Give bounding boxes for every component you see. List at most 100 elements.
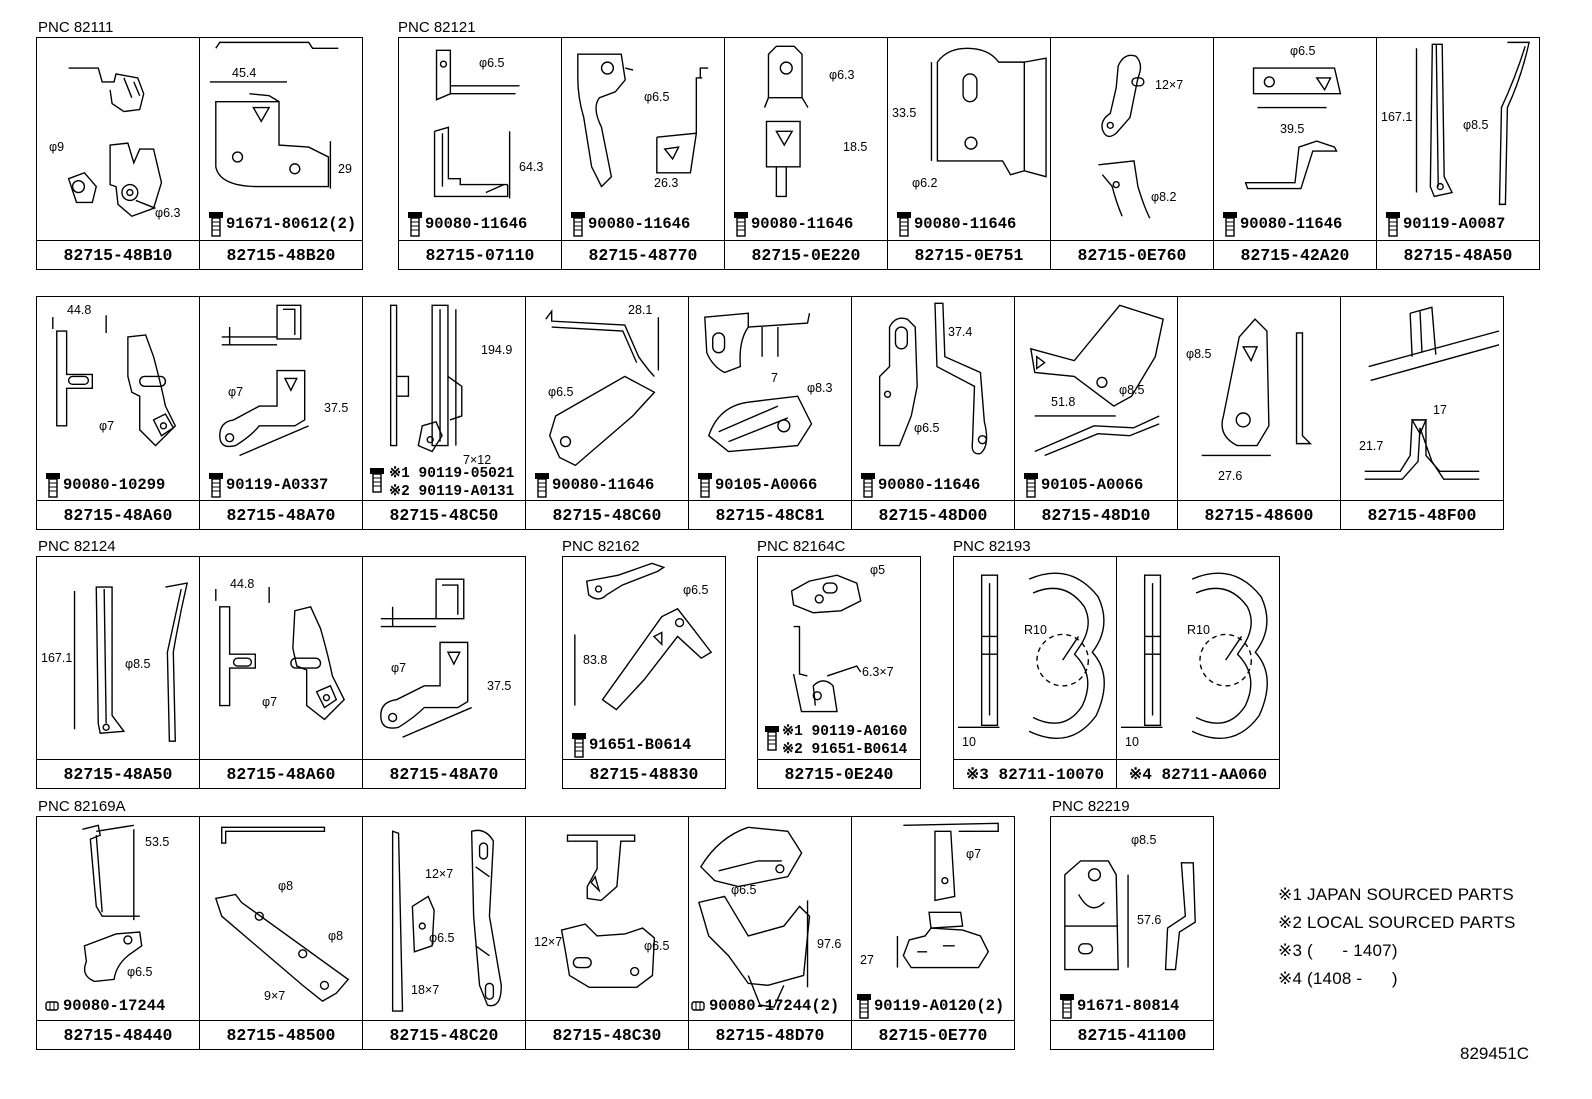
part-cell-82715-48600[interactable]: φ8.5 27.6 82715-48600 bbox=[1177, 296, 1341, 530]
bolt-callout: 90080-11646 bbox=[896, 211, 1016, 237]
bracket-drawing bbox=[389, 304, 463, 453]
part-cell-82715-48A70[interactable]: φ7 37.5 90119-A0337 82715-48A70 bbox=[199, 296, 363, 530]
dim-label: φ6.5 bbox=[548, 385, 574, 399]
bolt-icon bbox=[861, 473, 875, 498]
bracket-drawing bbox=[930, 47, 1047, 178]
bolt-callout: 90119-A0120(2) bbox=[856, 993, 1004, 1019]
dim-label: φ6.5 bbox=[914, 421, 940, 435]
dim-label: 51.8 bbox=[1051, 395, 1076, 409]
pnc-label-82121: PNC 82121 bbox=[398, 19, 476, 36]
part-number[interactable]: 82715-0E220 bbox=[725, 240, 887, 269]
part-cell-82715-48C81[interactable]: 7 φ8.3 90105-A0066 82715-48C81 bbox=[688, 296, 852, 530]
part-cell-82715-48A50-b[interactable]: 167.1 φ8.5 82715-48A50 bbox=[36, 556, 200, 789]
part-cell-82715-48770[interactable]: φ6.5 26.3 90080-11646 82715-48770 bbox=[561, 37, 725, 270]
part-cell-82715-48A60[interactable]: 44.8 φ7 90080-10299 82715-48A60 bbox=[36, 296, 200, 530]
part-cell-82715-48F00[interactable]: 17 21.7 82715-48F00 bbox=[1340, 296, 1504, 530]
part-number[interactable]: ※3 82711-10070 bbox=[954, 759, 1116, 788]
part-number[interactable]: 82715-0E240 bbox=[758, 759, 920, 788]
part-cell-82715-48830[interactable]: φ6.5 83.8 91651-B0614 82715-48830 bbox=[562, 556, 726, 789]
dim-label: φ6.5 bbox=[644, 90, 670, 104]
bracket-drawing bbox=[560, 834, 656, 989]
part-number[interactable]: 82715-48C60 bbox=[526, 500, 688, 529]
part-cell-82715-48D00[interactable]: 37.4 φ6.5 90080-11646 82715-48D00 bbox=[851, 296, 1015, 530]
part-number[interactable]: 82715-48D70 bbox=[689, 1020, 851, 1049]
part-number[interactable]: 82715-48C20 bbox=[363, 1020, 525, 1049]
bolt-callout: 91671-80612(2) bbox=[208, 211, 356, 237]
part-cell-82715-0E751[interactable]: 33.5 φ6.2 90080-11646 82715-0E751 bbox=[887, 37, 1051, 270]
part-number[interactable]: 82715-48830 bbox=[563, 759, 725, 788]
part-cell-82715-0E220[interactable]: φ6.3 18.5 90080-11646 82715-0E220 bbox=[724, 37, 888, 270]
dim-label: R10 bbox=[1024, 623, 1047, 637]
part-cell-82715-48C30[interactable]: 12×7 φ6.5 82715-48C30 bbox=[525, 816, 689, 1050]
bolt-icon bbox=[46, 473, 60, 498]
part-number[interactable]: 82715-48B10 bbox=[37, 240, 199, 269]
part-cell-82715-07110[interactable]: φ6.5 64.3 90080-11646 82715-07110 bbox=[398, 37, 562, 270]
part-cell-82715-48A50[interactable]: 167.1 φ8.5 90119-A0087 82715-48A50 bbox=[1376, 37, 1540, 270]
dim-label: 6.3×7 bbox=[862, 665, 894, 679]
part-number[interactable]: 82715-48A60 bbox=[37, 500, 199, 529]
bolt-callout: 90105-A0066 bbox=[1023, 472, 1143, 498]
part-cell-82715-0E760[interactable]: 12×7 φ8.2 82715-0E760 bbox=[1050, 37, 1214, 270]
dim-label: 37.5 bbox=[487, 679, 512, 693]
part-cell-82715-48C60[interactable]: 28.1 φ6.5 90080-11646 82715-48C60 bbox=[525, 296, 689, 530]
bolt-callout: 90119-A0087 bbox=[1385, 211, 1505, 237]
part-number[interactable]: ※4 82711-AA060 bbox=[1117, 759, 1279, 788]
part-number[interactable]: 82715-48C81 bbox=[689, 500, 851, 529]
part-number[interactable]: 82715-48D10 bbox=[1015, 500, 1177, 529]
part-cell-82715-48C20[interactable]: 12×7 φ6.5 18×7 82715-48C20 bbox=[362, 816, 526, 1050]
part-cell-82715-48A60-b[interactable]: 44.8 φ7 82715-48A60 bbox=[199, 556, 363, 789]
bracket-drawing bbox=[380, 578, 472, 738]
part-number[interactable]: 82715-48F00 bbox=[1341, 500, 1503, 529]
part-cell-82715-48B10[interactable]: φ9 φ6.3 82715-48B10 bbox=[36, 37, 200, 270]
part-cell-82715-48500[interactable]: φ8 φ8 9×7 82715-48500 bbox=[199, 816, 363, 1050]
part-cell-82715-48C50[interactable]: 194.9 7×12 ※1 90119-05021 ※2 90119-A0131… bbox=[362, 296, 526, 530]
part-number[interactable]: 82715-42A20 bbox=[1214, 240, 1376, 269]
part-number[interactable]: 82715-07110 bbox=[399, 240, 561, 269]
part-number[interactable]: 82715-41100 bbox=[1051, 1020, 1213, 1049]
bolt-callout: 90119-A0337 bbox=[208, 472, 328, 498]
pnc-label-82219: PNC 82219 bbox=[1052, 798, 1130, 815]
part-number[interactable]: 82715-48B20 bbox=[200, 240, 362, 269]
bracket-drawing bbox=[1415, 41, 1530, 206]
part-cell-82715-48D10[interactable]: 51.8 φ8.5 90105-A0066 82715-48D10 bbox=[1014, 296, 1178, 530]
pnc-label-82193: PNC 82193 bbox=[953, 538, 1031, 555]
part-number[interactable]: 82715-48770 bbox=[562, 240, 724, 269]
part-cell-82711-AA060[interactable]: R10 10 ※4 82711-AA060 bbox=[1116, 556, 1280, 789]
part-cell-82715-48A70-b[interactable]: φ7 37.5 82715-48A70 bbox=[362, 556, 526, 789]
part-number[interactable]: 82715-48C30 bbox=[526, 1020, 688, 1049]
part-number[interactable]: 82715-48440 bbox=[37, 1020, 199, 1049]
bracket-drawing bbox=[82, 824, 143, 983]
part-cell-82715-48B20[interactable]: 45.4 29 91671-80612(2) 82715-48B20 bbox=[199, 37, 363, 270]
dim-label: 33.5 bbox=[892, 106, 917, 120]
dim-label: φ6.5 bbox=[683, 583, 709, 597]
part-cell-82715-48440[interactable]: 53.5 φ6.5 90080-17244 82715-48440 bbox=[36, 816, 200, 1050]
bolt-icon bbox=[765, 726, 779, 751]
part-cell-82711-10070[interactable]: R10 10 ※3 82711-10070 bbox=[953, 556, 1117, 789]
dim-label: 10 bbox=[1125, 735, 1139, 749]
part-number[interactable]: 82715-0E770 bbox=[852, 1020, 1014, 1049]
dim-label: φ7 bbox=[99, 419, 115, 433]
part-number[interactable]: 82715-48600 bbox=[1178, 500, 1340, 529]
bolt-callout: ※1 90119-05021 ※2 90119-A0131 bbox=[389, 465, 514, 501]
bolt-icon bbox=[1024, 473, 1038, 498]
part-number[interactable]: 82715-48A50 bbox=[1377, 240, 1539, 269]
bolt-icon bbox=[572, 733, 586, 758]
bracket-drawing bbox=[698, 826, 811, 1008]
part-number[interactable]: 82715-0E760 bbox=[1051, 240, 1213, 269]
part-number[interactable]: 82715-48A50 bbox=[37, 759, 199, 788]
dim-label: 97.6 bbox=[817, 937, 842, 951]
part-number[interactable]: 82715-48A70 bbox=[200, 500, 362, 529]
part-number[interactable]: 82715-48A60 bbox=[200, 759, 362, 788]
part-cell-82715-42A20[interactable]: φ6.5 39.5 90080-11646 82715-42A20 bbox=[1213, 37, 1377, 270]
part-cell-82715-41100[interactable]: φ8.5 57.6 91671-80814 82715-41100 bbox=[1050, 816, 1214, 1050]
part-number[interactable]: 82715-48A70 bbox=[363, 759, 525, 788]
part-number[interactable]: 82715-0E751 bbox=[888, 240, 1050, 269]
part-cell-82715-0E770[interactable]: φ7 27 90119-A0120(2) 82715-0E770 bbox=[851, 816, 1015, 1050]
part-cell-82715-48D70[interactable]: φ6.5 97.6 90080-17244(2) 82715-48D70 bbox=[688, 816, 852, 1050]
dim-label: φ6.2 bbox=[912, 176, 938, 190]
dim-label: φ8 bbox=[278, 879, 294, 893]
part-number[interactable]: 82715-48D00 bbox=[852, 500, 1014, 529]
part-cell-82715-0E240[interactable]: φ5 6.3×7 ※1 90119-A0160 ※2 91651-B0614 8… bbox=[757, 556, 921, 789]
part-number[interactable]: 82715-48C50 bbox=[363, 500, 525, 529]
part-number[interactable]: 82715-48500 bbox=[200, 1020, 362, 1049]
